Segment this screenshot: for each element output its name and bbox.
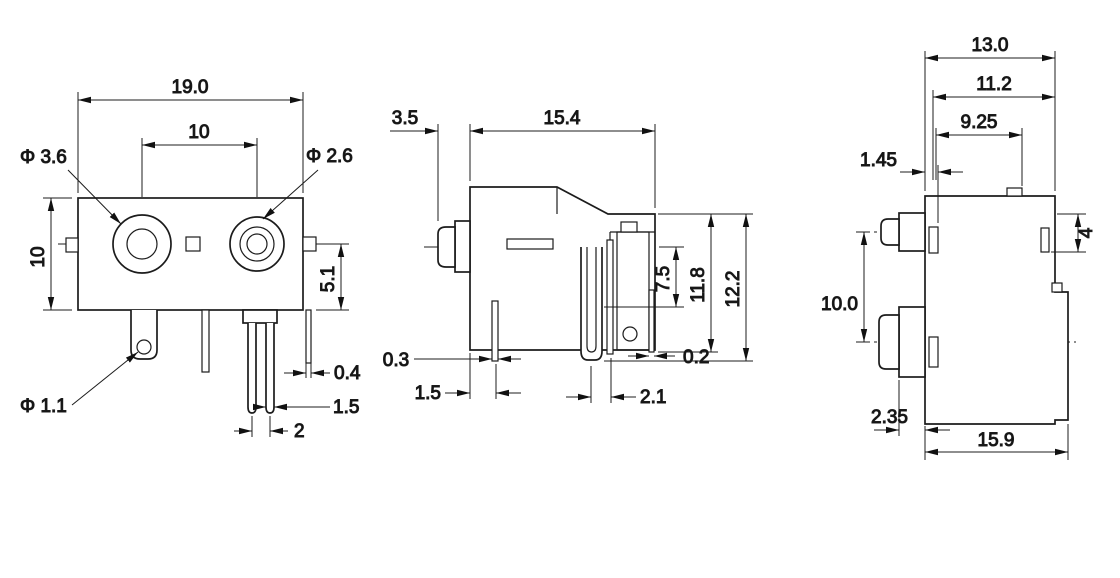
dim-label-rear-width-mid: 11.2 — [976, 74, 1012, 95]
side-pin-right — [648, 289, 655, 353]
dim-label-side-pin-offset-left: 1.5 — [415, 383, 441, 404]
dim-side-pin-offset-left: 1.5 — [414, 353, 521, 405]
dim-side-pin-thk-left: 0.3 — [382, 350, 521, 372]
side-barrel-cap — [437, 226, 456, 268]
dim-label-front-pin-pitch: 2 — [294, 421, 305, 442]
dim-side-pin-offset-right: 2.1 — [566, 358, 667, 409]
dim-front-hole-dia: Φ 1.1 — [20, 351, 139, 418]
rear-barrel-bottom-flange — [898, 306, 926, 378]
dim-label-side-height-overall: 12.2 — [723, 271, 744, 308]
front-fork-prong-right — [265, 323, 275, 414]
dim-label-side-pin-thk-right: 0.2 — [683, 347, 709, 368]
dim-front-pin-pitch: 2 — [234, 416, 305, 443]
rear-inner-slot-top — [928, 226, 939, 254]
rear-inner-slot-bottom — [928, 336, 939, 368]
front-center-post — [185, 236, 201, 252]
dim-rear-width-top: 13.0 — [924, 35, 1056, 191]
dim-label-side-pin-offset-right: 2.1 — [640, 387, 666, 408]
front-fork-base — [242, 309, 278, 324]
dim-front-dia-right: Φ 2.6 — [262, 146, 353, 220]
dim-label-front-overall-width: 19.0 — [172, 77, 209, 98]
dim-rear-edge-offset: 1.45 — [860, 150, 963, 223]
dim-label-front-hole-spacing: 10 — [188, 122, 209, 143]
front-left-tab — [65, 237, 79, 253]
front-side-pin — [305, 309, 312, 364]
dim-label-rear-width-inner: 9.25 — [961, 112, 998, 133]
dim-label-side-barrel-length: 3.5 — [392, 108, 418, 129]
dim-label-side-body-length: 15.4 — [544, 108, 581, 129]
dim-rear-width-inner: 9.25 — [935, 112, 1023, 186]
rear-body — [924, 195, 1069, 425]
dim-side-height-inner: 11.8 — [658, 213, 753, 353]
front-outline — [58, 197, 324, 414]
rear-barrel-bottom-cap — [878, 314, 900, 370]
dim-label-rear-edge-offset: 1.45 — [860, 150, 897, 171]
side-pin-left — [491, 300, 499, 362]
dim-label-front-pin-thickness: 0.4 — [334, 363, 361, 384]
front-jack-large-bore — [126, 228, 158, 260]
rear-barrel-top-flange — [898, 212, 926, 252]
dim-label-side-center-to-pin: 7.5 — [653, 266, 674, 292]
side-view: 3.5 15.4 7.5 11.8 12.2 0 — [382, 108, 753, 409]
front-fork-prong-left — [247, 323, 257, 414]
dim-label-front-center-to-bottom: 5.1 — [318, 266, 339, 292]
dim-side-body-length: 15.4 — [469, 108, 656, 208]
front-jack-small-bore — [246, 233, 268, 255]
rear-outline — [856, 187, 1076, 425]
front-middle-pin — [201, 309, 210, 373]
dim-label-front-pin-width: 1.5 — [333, 397, 359, 418]
dim-label-rear-width-top: 13.0 — [972, 35, 1009, 56]
front-right-tab — [302, 236, 317, 252]
rear-inner-slot-right — [1040, 227, 1050, 253]
side-pin-mid — [606, 239, 614, 355]
dim-rear-width-mid: 11.2 — [932, 74, 1055, 180]
dim-rear-overall-width: 15.9 — [925, 424, 1069, 460]
dim-label-rear-overall-width: 15.9 — [978, 430, 1015, 451]
rear-barrel-top-cap — [880, 218, 900, 246]
side-fork-inner — [586, 247, 597, 353]
rear-view: 13.0 11.2 9.25 1.45 4 10.0 — [821, 35, 1098, 460]
rear-right-notch — [1051, 282, 1063, 293]
side-barrel-flange — [454, 220, 471, 273]
dim-side-barrel-length: 3.5 — [390, 108, 439, 221]
rear-top-tab — [1006, 187, 1023, 197]
dim-label-rear-flange-height: 4 — [1076, 227, 1097, 238]
dim-label-side-pin-thk-left: 0.3 — [383, 350, 409, 371]
dim-rear-bottom-offset: 2.35 — [871, 380, 950, 460]
side-outline — [424, 186, 656, 362]
dim-front-overall-width: 19.0 — [77, 77, 304, 193]
dim-label-front-dia-left: Φ 3.6 — [20, 147, 67, 168]
front-lug-hole — [136, 339, 152, 355]
dim-front-body-height: 10 — [28, 197, 72, 311]
dim-front-pin-width: 1.5 — [253, 397, 360, 419]
dim-label-front-body-height: 10 — [28, 246, 49, 267]
side-block-bump — [620, 221, 638, 233]
dim-side-pin-thk-right: 0.2 — [628, 347, 710, 369]
dim-label-rear-barrel-spacing: 10.0 — [821, 294, 858, 315]
dim-side-height-overall: 12.2 — [604, 214, 753, 362]
dim-front-hole-spacing: 10 — [141, 122, 258, 197]
dim-front-center-to-bottom: 5.1 — [316, 243, 349, 311]
dim-label-front-hole-dia: Φ 1.1 — [20, 396, 67, 417]
side-rivet-hole — [622, 326, 638, 342]
dim-side-center-to-pin: 7.5 — [604, 246, 684, 308]
dim-label-front-dia-right: Φ 2.6 — [306, 146, 353, 167]
front-view: 19.0 10 Φ 3.6 Φ 2.6 10 5.1 — [20, 77, 362, 443]
dim-label-rear-bottom-offset: 2.35 — [871, 407, 908, 428]
dim-label-side-height-inner: 11.8 — [688, 267, 709, 303]
dim-rear-flange-height: 4 — [1051, 213, 1098, 253]
dim-front-dia-left: Φ 3.6 — [20, 147, 122, 225]
side-fork-outer — [580, 247, 603, 361]
dim-rear-barrel-spacing: 10.0 — [821, 232, 868, 342]
side-slot — [506, 238, 554, 250]
dim-front-pin-thickness: 0.4 — [284, 363, 361, 385]
